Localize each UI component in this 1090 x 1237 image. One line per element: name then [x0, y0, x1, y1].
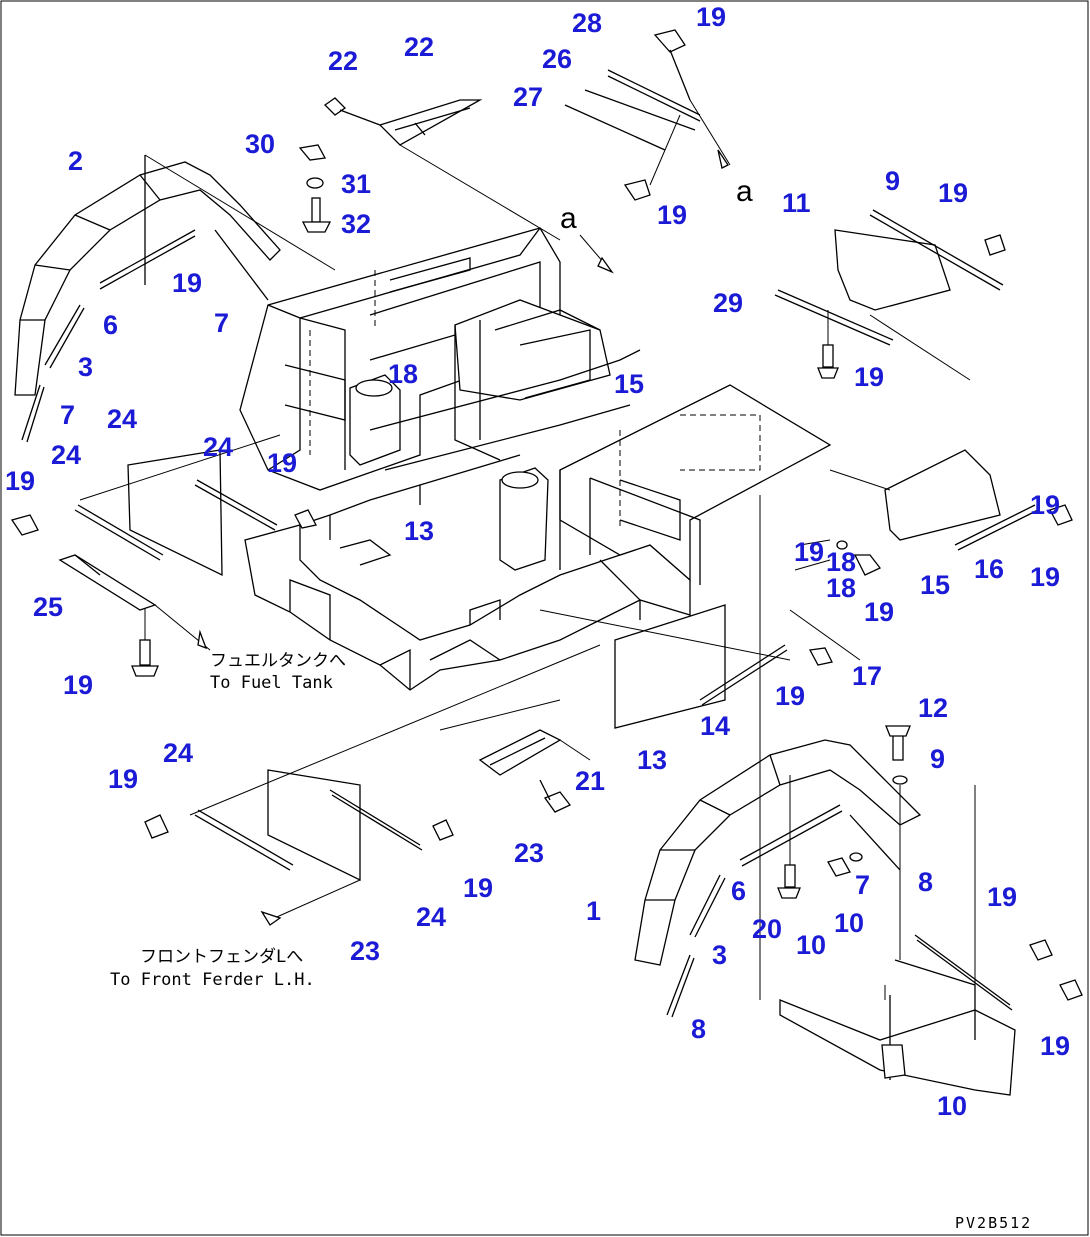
callout-24: 24	[416, 902, 446, 932]
fender-left-rear	[14, 161, 281, 396]
callout-8: 10	[796, 930, 826, 960]
callout-6: 8	[691, 1014, 706, 1044]
callout-28: 28	[572, 8, 602, 38]
drawing-code: PV2B512	[955, 1214, 1032, 1232]
callout-22: 23	[514, 838, 544, 868]
note-fuel-tank-jp: フュエルタンクへ	[210, 651, 346, 671]
callout-4: 6	[731, 876, 746, 906]
callout-24: 24	[203, 432, 233, 462]
callout-5: 7	[214, 308, 229, 338]
callout-19: 19	[987, 882, 1017, 912]
callout-19: 19	[794, 537, 824, 567]
callout-9: 8	[918, 867, 933, 897]
view-letter-a: a	[560, 202, 577, 235]
callout-19: 19	[696, 2, 726, 32]
callout-18: 18	[826, 573, 856, 603]
callout-10: 10	[937, 1091, 967, 1121]
callout-19: 19	[108, 764, 138, 794]
callout-18: 18	[826, 547, 856, 577]
callout-19: 19	[657, 200, 687, 230]
callout-17: 18	[388, 359, 418, 389]
callout-31: 31	[341, 169, 371, 199]
note-front-fender-jp: フロントフェンダLへ	[140, 947, 303, 967]
mudguard-10	[759, 495, 1083, 1096]
callout-15: 15	[920, 570, 950, 600]
callout-11: 11	[782, 188, 811, 218]
view-letter-a: a	[736, 175, 753, 208]
strips-upper-right	[564, 29, 731, 201]
callout-13: 13	[637, 745, 667, 775]
callout-19: 19	[267, 448, 297, 478]
callout-19: 19	[1040, 1031, 1070, 1061]
callout-15: 15	[614, 369, 644, 399]
callout-12: 12	[918, 693, 948, 723]
callout-29: 29	[713, 288, 743, 318]
callout-7: 9	[930, 744, 945, 774]
callout-17: 17	[852, 661, 882, 691]
panel-13	[439, 604, 791, 813]
note-front-fender-en: To Front Ferder L.H.	[110, 970, 315, 990]
panels-left-mid	[10, 434, 317, 677]
callout-23: 24	[107, 404, 137, 434]
callout-14: 14	[700, 711, 730, 741]
strips-left	[21, 154, 336, 443]
callout-7: 10	[834, 908, 864, 938]
callout-19: 19	[63, 670, 93, 700]
main-frame	[239, 227, 832, 691]
callout-19: 19	[172, 268, 202, 298]
callout-24: 24	[51, 440, 81, 470]
callout-19: 19	[1030, 490, 1060, 520]
callout-2: 2	[68, 146, 83, 176]
callout-3: 3	[712, 940, 727, 970]
callout-21: 22	[404, 32, 434, 62]
callout-26: 26	[542, 44, 572, 74]
callout-19: 19	[854, 362, 884, 392]
callout-6: 7	[60, 400, 75, 430]
callout-19: 19	[5, 466, 35, 496]
panel-15	[789, 449, 1073, 666]
callouts: 28 19 26 27 22 22 30 31 32 19 2 19 6 7 3…	[5, 2, 1070, 1121]
callout-30: 30	[245, 129, 275, 159]
callout-20: 21	[575, 766, 605, 796]
callout-19: 19	[775, 681, 805, 711]
callout-5: 7	[855, 870, 870, 900]
panel-11	[774, 209, 1006, 381]
callout-4: 6	[103, 310, 118, 340]
callout-3: 3	[78, 352, 93, 382]
callout-24: 24	[163, 738, 193, 768]
callout-25: 25	[33, 592, 63, 622]
callout-19: 19	[463, 873, 493, 903]
top-plate-21	[298, 97, 561, 241]
callout-1: 1	[586, 896, 601, 926]
panels-left-lower	[144, 644, 601, 926]
callout-19: 19	[1030, 562, 1060, 592]
callout-19: 20	[752, 914, 782, 944]
callout-32: 32	[341, 209, 371, 239]
callout-9: 9	[885, 166, 900, 196]
note-fuel-tank-en: To Fuel Tank	[210, 673, 333, 693]
fender-right-front	[634, 739, 922, 1018]
callout-16: 16	[974, 554, 1004, 584]
callout-27: 27	[513, 82, 543, 112]
callout-23: 23	[350, 936, 380, 966]
callout-13: 13	[404, 516, 434, 546]
callout-22: 22	[328, 46, 358, 76]
callout-19: 19	[864, 597, 894, 627]
callout-19: 19	[938, 178, 968, 208]
arrow-a-center	[579, 234, 614, 274]
